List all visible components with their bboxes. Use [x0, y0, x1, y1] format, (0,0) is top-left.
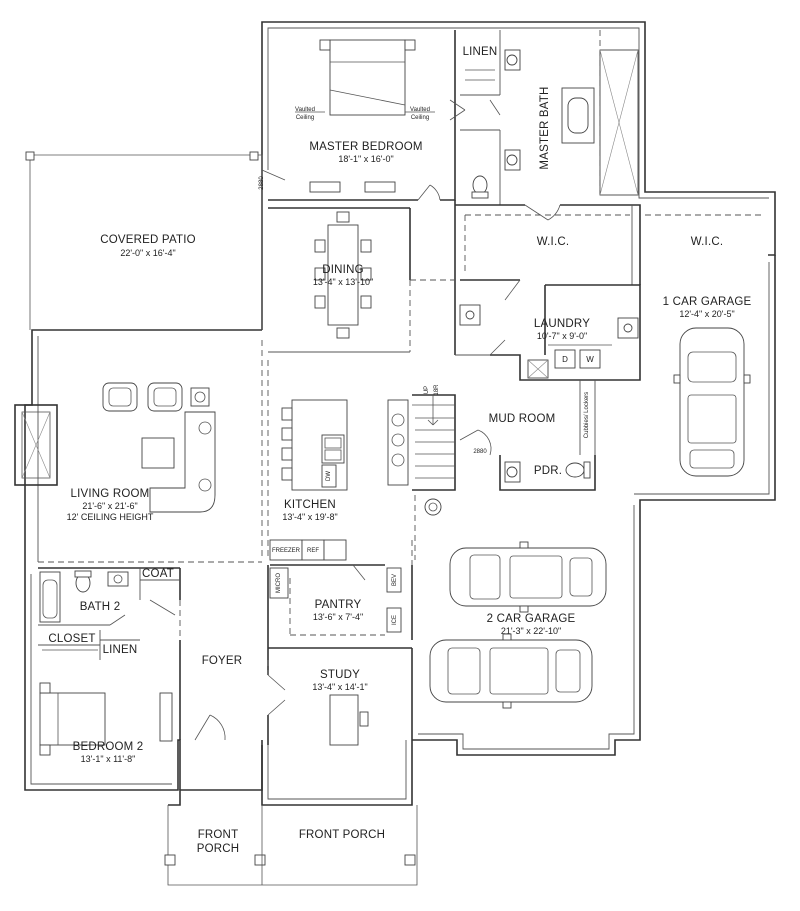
- two-car-garage-dim: 21'-3" x 22'-10": [501, 626, 561, 636]
- dining-dim: 13'-4" x 13'-10": [313, 277, 373, 287]
- interior-walls: [38, 30, 641, 745]
- micro-label: MICRO: [276, 573, 282, 593]
- exterior-walls: [14, 21, 776, 806]
- two-car-garage: 2 CAR GARAGE 21'-3" x 22'-10": [429, 541, 607, 709]
- stair-up-label: UP: [424, 386, 430, 394]
- stair: UP 18R: [412, 384, 455, 560]
- washer-label: W: [586, 355, 594, 364]
- master-bath: MASTER BATH LINEN: [463, 46, 639, 199]
- laundry: D W LAUNDRY 10'-7" x 9'-0": [459, 304, 639, 379]
- kitchen-label: KITCHEN: [284, 499, 336, 511]
- master-bedroom: Vaulted Ceiling Vaulted Ceiling 2880 MAS…: [259, 39, 435, 193]
- covered-patio-dim: 22'-0" x 16'-4": [120, 248, 175, 258]
- covered-patio: COVERED PATIO 22'-0" x 16'-4": [25, 151, 263, 330]
- bedroom-2: BEDROOM 2 13'-1" x 11'-8": [39, 682, 173, 764]
- bedroom-2-label: BEDROOM 2: [73, 741, 144, 753]
- dining: DINING 13'-4" x 13'-10": [313, 211, 373, 339]
- dishwasher-label: DW: [326, 471, 332, 481]
- vaulted-ceiling-left-1: Vaulted: [295, 107, 315, 113]
- car-icon: [449, 541, 607, 613]
- pantry: MICRO BEV ICE PANTRY 13'-6" x 7'-4": [269, 567, 402, 636]
- pantry-dim: 13'-6" x 7'-4": [313, 612, 363, 622]
- dining-label: DINING: [322, 264, 363, 276]
- cubbies-label: Cubbies/ Lockers: [584, 392, 590, 438]
- vaulted-ceiling-right-1: Vaulted: [410, 107, 430, 113]
- front-porch-left-label-2: PORCH: [197, 843, 240, 855]
- vaulted-ceiling-right-2: Ceiling: [411, 115, 429, 121]
- mud-room-label: MUD ROOM: [489, 413, 556, 425]
- living-room-dim: 21'-6" x 21'-6": [82, 501, 137, 511]
- wic-1-label: W.I.C.: [537, 236, 570, 248]
- foyer: FOYER: [202, 655, 243, 667]
- closet-label: CLOSET: [48, 633, 95, 645]
- kitchen-dim: 13'-4" x 19'-8": [282, 512, 337, 522]
- bedroom-2-dim: 13'-1" x 11'-8": [81, 754, 136, 764]
- kitchen: DW FREEZER REF KITCHEN 13'-4" x 19'-8": [269, 399, 409, 561]
- car-icon: [673, 327, 751, 477]
- door-label-2880-master: 2880: [259, 176, 265, 190]
- pdr-label: PDR.: [534, 465, 562, 477]
- vaulted-ceiling-left-2: Ceiling: [296, 115, 314, 121]
- two-car-garage-label: 2 CAR GARAGE: [487, 613, 576, 625]
- laundry-dim: 10'-7" x 9'-0": [537, 331, 587, 341]
- laundry-label: LAUNDRY: [534, 318, 590, 330]
- freezer-label: FREEZER: [272, 548, 301, 554]
- linen-master-label: LINEN: [463, 46, 498, 58]
- doors: [109, 99, 561, 741]
- coat-label: COAT: [142, 568, 174, 580]
- linen-2-label: LINEN: [103, 644, 138, 656]
- study-label: STUDY: [320, 669, 360, 681]
- bath-2: BATH 2 COAT CLOSET LINEN: [39, 568, 174, 656]
- stair-risers-label: 18R: [434, 384, 440, 396]
- living-room: LIVING ROOM 21'-6" x 21'-6" 12' CEILING …: [67, 382, 216, 522]
- one-car-garage-dim: 12'-4" x 20'-5": [679, 309, 734, 319]
- bev-label: BEV: [392, 574, 398, 586]
- living-room-label: LIVING ROOM: [71, 488, 150, 500]
- covered-patio-label: COVERED PATIO: [100, 234, 195, 246]
- living-room-ceiling-note: 12' CEILING HEIGHT: [67, 512, 154, 522]
- mud-room: MUD ROOM 2880 Cubbies/ Lockers PDR.: [473, 392, 591, 483]
- ice-label: ICE: [392, 615, 398, 625]
- master-bedroom-dim: 18'-1" x 16'-0": [338, 154, 393, 164]
- one-car-garage: 1 CAR GARAGE 12'-4" x 20'-5": [663, 296, 752, 477]
- master-bath-label: MASTER BATH: [539, 86, 551, 169]
- car-icon: [429, 633, 593, 709]
- walk-in-closets: W.I.C. W.I.C.: [464, 214, 765, 275]
- front-porch-left-label-1: FRONT: [198, 829, 239, 841]
- bath-2-label: BATH 2: [80, 601, 121, 613]
- study-dim: 13'-4" x 14'-1": [312, 682, 367, 692]
- foyer-label: FOYER: [202, 655, 243, 667]
- study: STUDY 13'-4" x 14'-1": [312, 669, 369, 746]
- front-porch-right-label: FRONT PORCH: [299, 829, 385, 841]
- dryer-label: D: [562, 355, 568, 364]
- front-porch: FRONT PORCH FRONT PORCH: [164, 805, 418, 886]
- one-car-garage-label: 1 CAR GARAGE: [663, 296, 752, 308]
- master-bedroom-label: MASTER BEDROOM: [309, 141, 422, 153]
- door-label-2880-mud: 2880: [473, 449, 487, 455]
- pantry-label: PANTRY: [315, 599, 362, 611]
- refrigerator-label: REF: [307, 548, 319, 554]
- wic-2-label: W.I.C.: [691, 236, 724, 248]
